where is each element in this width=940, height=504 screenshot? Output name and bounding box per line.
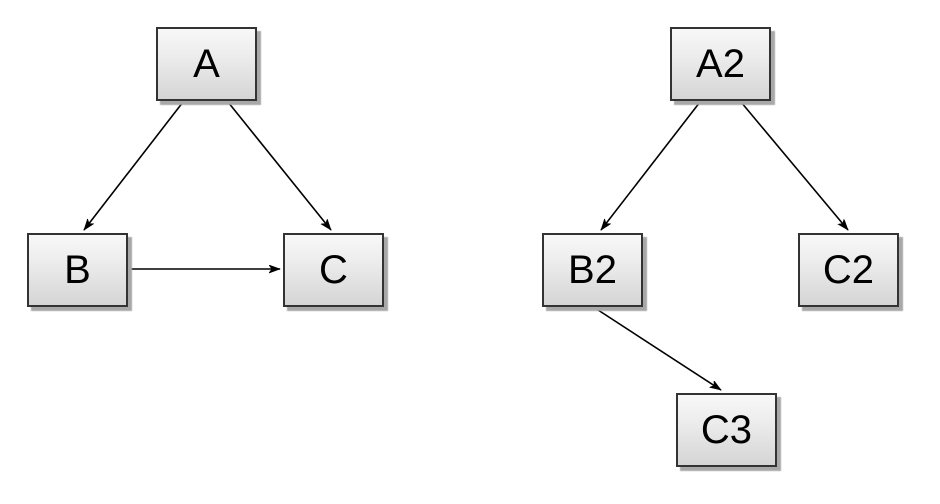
node-A-label: A — [193, 42, 220, 86]
node-C2[interactable]: C2 — [798, 233, 899, 307]
node-A[interactable]: A — [156, 27, 257, 101]
node-C2-label: C2 — [822, 248, 875, 292]
node-C3-label: C3 — [700, 408, 753, 452]
edge-B2-C3[interactable] — [594, 307, 721, 391]
node-B2[interactable]: B2 — [542, 233, 643, 307]
node-B-label: B — [64, 248, 91, 292]
edge-A-C[interactable] — [227, 101, 332, 230]
edge-A-B[interactable] — [83, 101, 184, 230]
node-C-label: C — [319, 248, 348, 292]
node-A2-label: A2 — [696, 42, 745, 86]
node-B2-label: B2 — [568, 248, 617, 292]
node-C[interactable]: C — [283, 233, 384, 307]
node-B[interactable]: B — [27, 233, 128, 307]
node-C3[interactable]: C3 — [676, 393, 777, 467]
node-A2[interactable]: A2 — [670, 27, 771, 101]
edge-A2-B2[interactable] — [600, 101, 701, 230]
edge-A2-C2[interactable] — [740, 101, 849, 230]
